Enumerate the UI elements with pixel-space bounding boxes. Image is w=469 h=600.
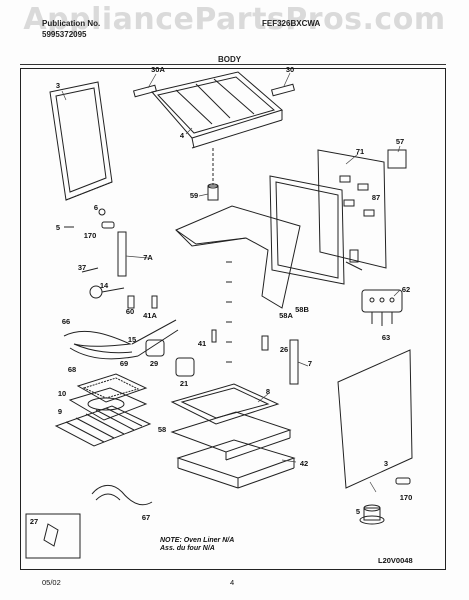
storage-drawer-42 [176,439,296,489]
publication-label: Publication No. [42,19,101,28]
callout-7a: 7A [143,253,153,262]
door-glass-8 [170,383,280,425]
callout-58: 58 [158,425,166,434]
callout-26: 26 [280,345,288,354]
side-panel-right [337,349,413,489]
callout-3-right: 3 [384,459,388,468]
watermark-text: AppliancePartsPros.com [23,2,446,37]
inset-27 [25,513,81,559]
callout-41: 41 [198,339,206,348]
bake-element [63,319,179,360]
hinge-7 [289,339,299,385]
callout-41a: 41A [143,311,157,320]
part-26 [261,335,269,351]
oven-rack [54,405,152,447]
callout-69: 69 [120,359,128,368]
back-panel [317,149,387,269]
callout-8: 8 [266,387,270,396]
callout-30a: 30A [151,65,165,74]
terminal-block [361,289,403,326]
callout-3-top: 3 [56,81,60,90]
bracket-170-right [395,477,411,485]
callout-10: 10 [58,389,66,398]
callout-14: 14 [100,281,109,290]
callout-21: 21 [180,379,188,388]
screw-column [226,261,232,363]
note-line-2: Ass. du four N/A [160,545,215,552]
hardware-left [64,208,115,229]
element-67 [91,485,153,506]
callout-9: 9 [58,407,62,416]
leveling-leg [359,504,385,525]
callout-15: 15 [128,335,136,344]
liner-note: NOTE: Oven Liner N/A Ass. du four N/A [160,537,234,553]
latch-29 [145,339,165,357]
callout-42: 42 [300,459,308,468]
callout-71: 71 [356,147,364,156]
publication-number: 5995372095 [42,30,87,39]
diagram-frame [20,68,446,570]
spacer-59 [207,183,219,201]
callout-4: 4 [180,131,185,140]
model-number: FEF326BXCWA [262,19,321,28]
callout-60: 60 [126,307,134,316]
callout-37: 37 [78,263,86,272]
note-line-1: NOTE: Oven Liner N/A [160,537,235,544]
footer-date: 05/02 [42,578,61,587]
callout-5-left: 5 [56,223,60,232]
hinge-7a [117,231,127,277]
callout-87: 87 [372,193,380,202]
part-41a [151,295,158,309]
callout-57: 57 [396,137,404,146]
side-panel-left [49,81,113,201]
bracket-30 [270,83,296,97]
screw-37 [81,267,99,273]
part-41 [211,329,217,343]
front-frame [175,205,301,309]
bracket-30a [132,84,158,98]
callout-170-left: 170 [84,231,97,240]
callout-30: 30 [286,65,294,74]
figure-code: L20V0048 [378,556,413,565]
callout-59: 59 [190,191,198,200]
callout-170-right: 170 [400,493,413,502]
label-57 [387,149,407,169]
callout-7: 7 [308,359,312,368]
footer-page-number: 4 [230,578,235,587]
callout-27: 27 [30,517,38,526]
rear-frame [269,175,363,285]
callout-5-right: 5 [356,507,360,516]
switch-21 [175,357,195,377]
section-title: BODY [218,55,242,64]
callout-68: 68 [68,365,76,374]
callout-58b: 58B [295,305,309,314]
callout-6: 6 [94,203,98,212]
callout-29: 29 [150,359,158,368]
part-60 [127,295,135,309]
callout-66: 66 [62,317,70,326]
callout-58a: 58A [279,311,293,320]
callout-63: 63 [382,333,390,342]
broil-element [76,373,148,403]
callout-62: 62 [402,285,410,294]
door-panel-58 [170,411,292,461]
header-rule [20,64,446,65]
top-frame [151,71,284,149]
oven-bottom-9 [68,387,148,421]
thermostat-14 [89,285,125,299]
callout-67: 67 [142,513,150,522]
